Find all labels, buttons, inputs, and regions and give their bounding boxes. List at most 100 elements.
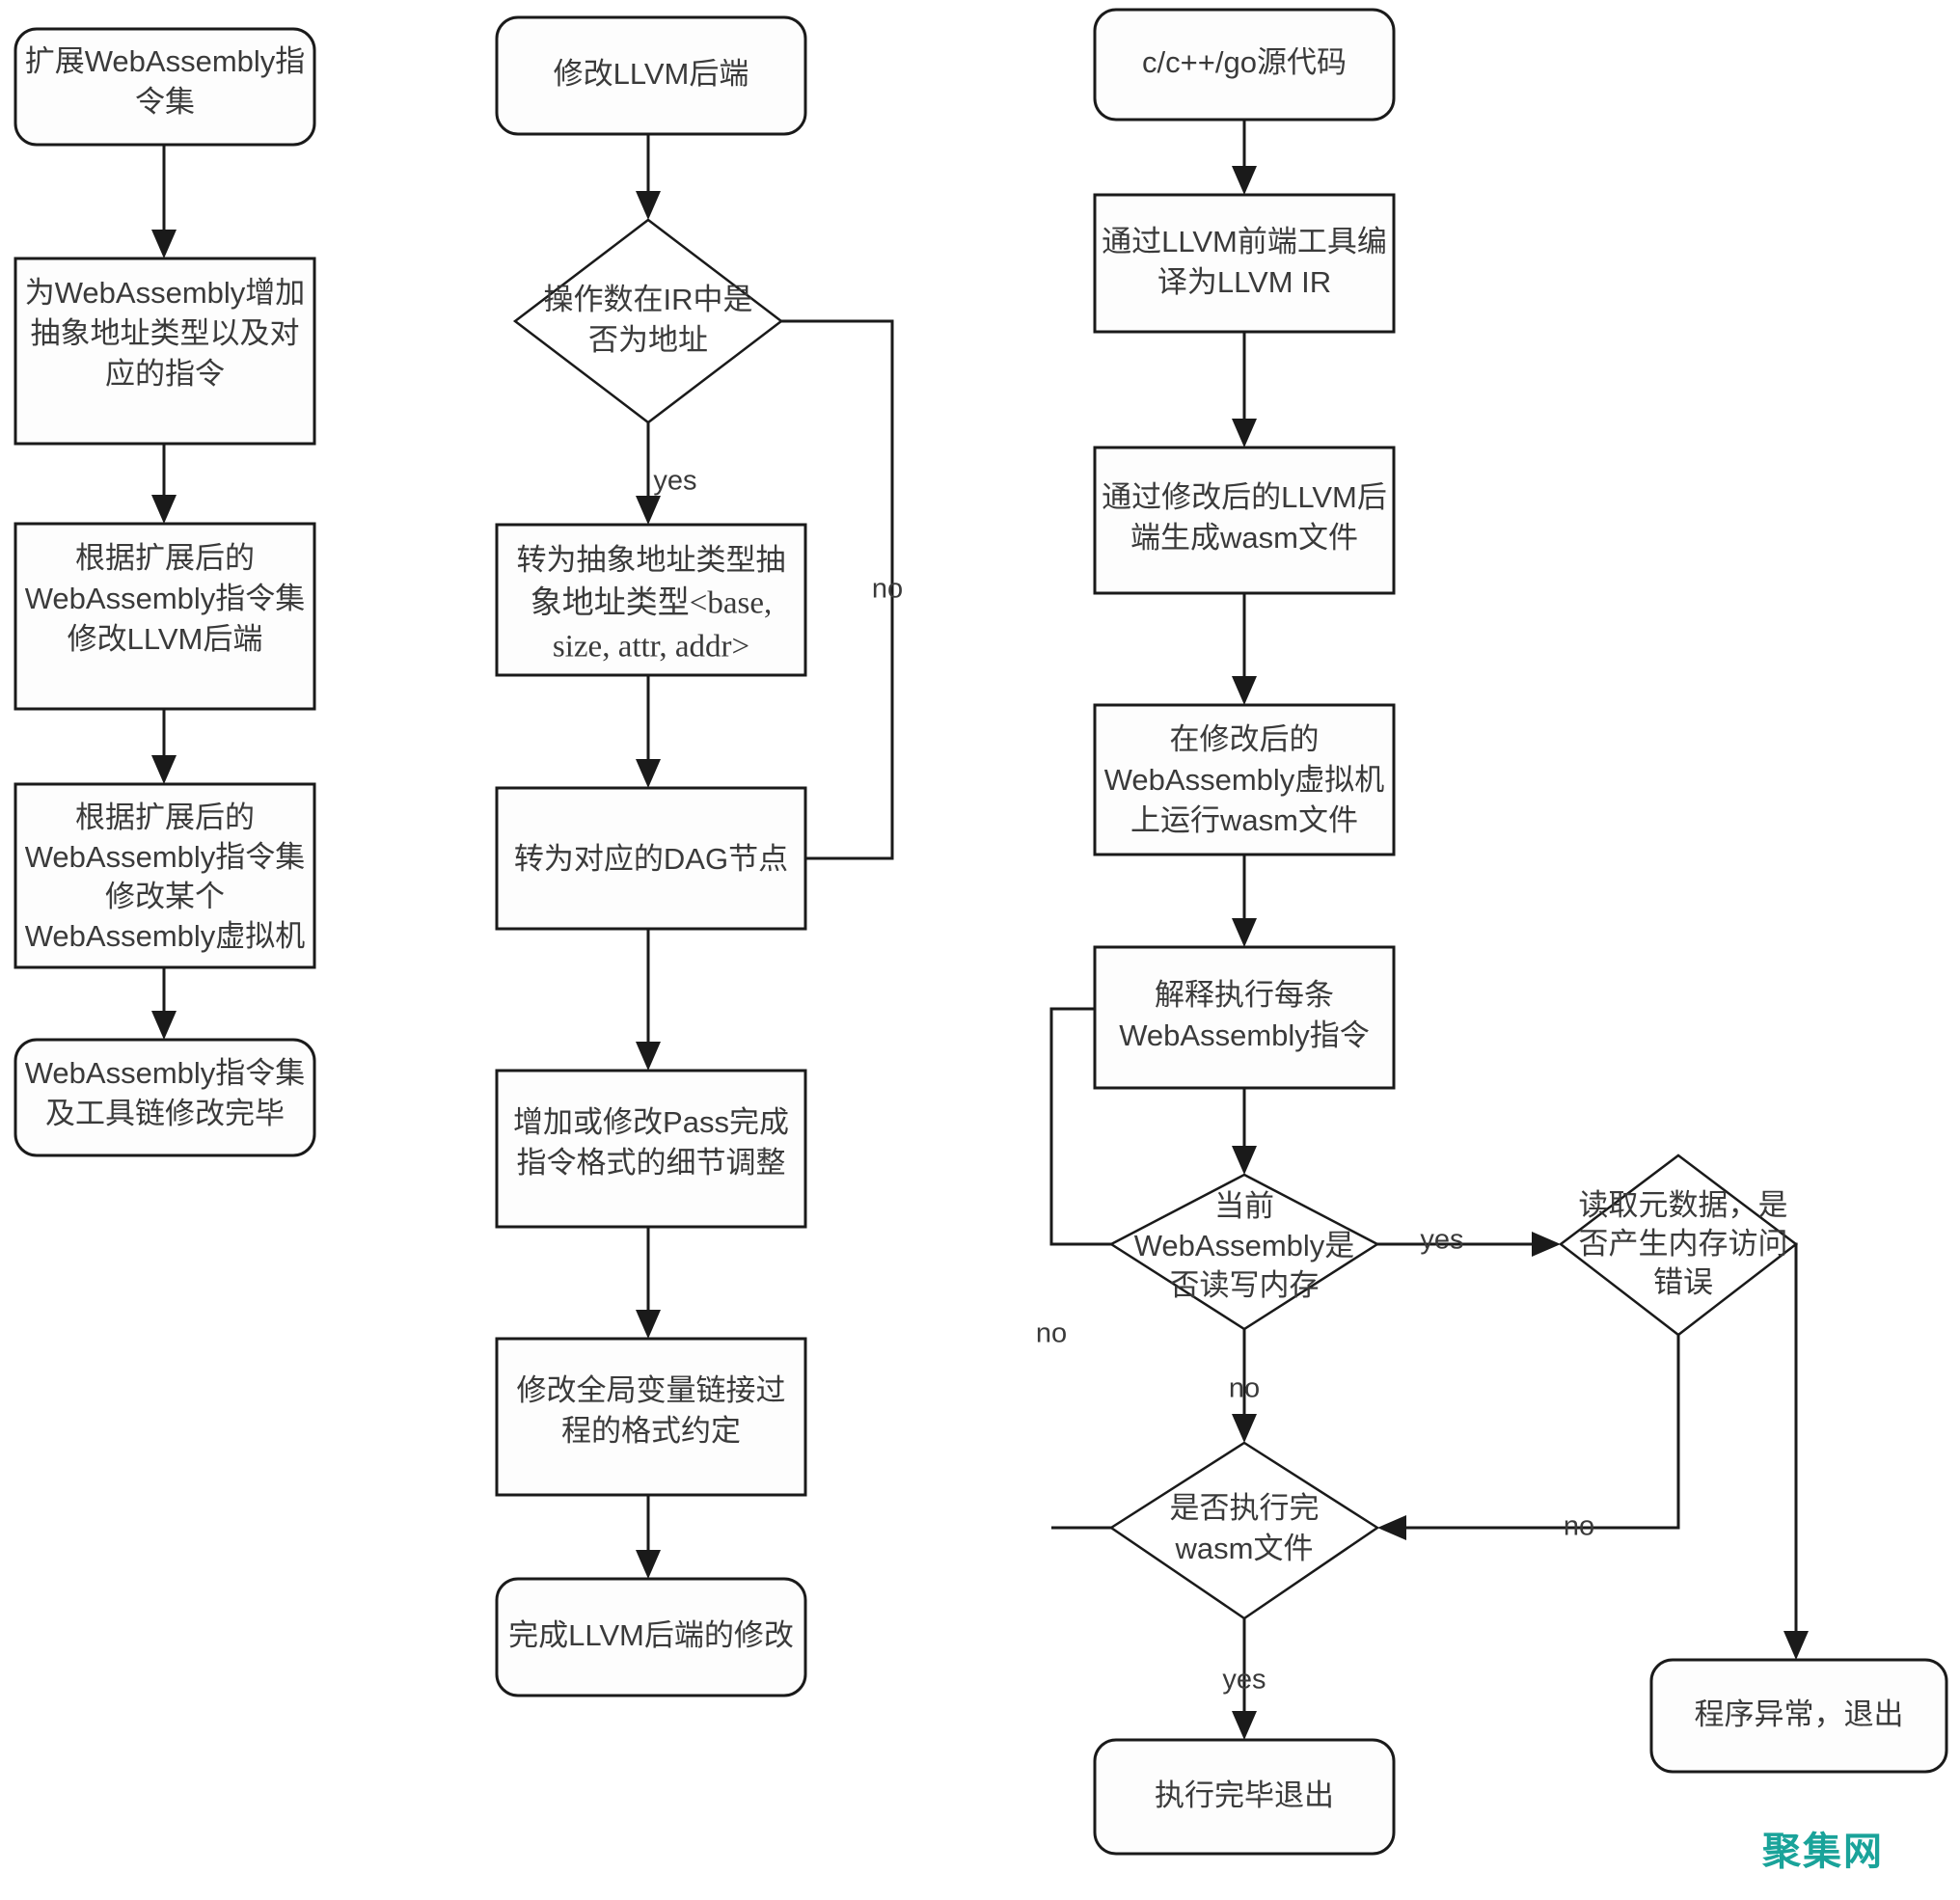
- arrow-head: [1232, 918, 1257, 947]
- node-L2[interactable]: 为WebAssembly增加 抽象地址类型以及对 应的指令: [14, 257, 316, 446]
- node-L3-line-1: WebAssembly指令集: [25, 582, 306, 615]
- terminator-shape: [1093, 1738, 1396, 1856]
- node-M6-line-1: 程的格式约定: [561, 1414, 741, 1448]
- arrow-head: [636, 191, 661, 220]
- process-shape: [1093, 703, 1396, 856]
- node-L2-line-2: 应的指令: [105, 357, 225, 391]
- node-R5[interactable]: 解释执行每条 WebAssembly指令: [1093, 945, 1396, 1090]
- edge-label-m2-yes: yes: [653, 466, 696, 497]
- node-L3[interactable]: 根据扩展后的 WebAssembly指令集 修改LLVM后端: [14, 522, 316, 711]
- node-M6[interactable]: 修改全局变量链接过 程的格式约定: [495, 1337, 807, 1497]
- node-L1-line-0: 扩展WebAssembly指: [25, 44, 306, 78]
- node-R5-line-0: 解释执行每条: [1155, 978, 1334, 1012]
- edge-label-r7-no: no: [1564, 1511, 1594, 1542]
- node-L2-line-1: 抽象地址类型以及对: [31, 316, 300, 350]
- process-shape: [1093, 945, 1396, 1090]
- edge-label-r6-yes: yes: [1420, 1225, 1463, 1256]
- process-shape: [14, 522, 316, 711]
- node-L4-line-0: 根据扩展后的: [75, 801, 255, 834]
- decision-shape: [1108, 1173, 1380, 1331]
- node-R9-line-0: 执行完毕退出: [1155, 1778, 1334, 1812]
- watermark-label: 聚集网: [1761, 1830, 1884, 1874]
- node-R3-line-1: 端生成wasm文件: [1130, 521, 1358, 555]
- node-R2-line-1: 译为LLVM IR: [1157, 265, 1331, 299]
- arrow-head: [1232, 166, 1257, 195]
- node-R3-line-0: 通过修改后的LLVM后: [1102, 480, 1387, 514]
- terminator-shape: [14, 1038, 316, 1157]
- node-M2-line-0: 操作数在IR中是: [544, 283, 753, 316]
- node-M5[interactable]: 增加或修改Pass完成 指令格式的细节调整: [495, 1069, 807, 1229]
- node-L5-line-0: WebAssembly指令集: [25, 1056, 306, 1090]
- arrow-head: [636, 1550, 661, 1579]
- node-R7-line-0: 读取元数据，是: [1579, 1188, 1788, 1222]
- arrow-head: [1232, 1711, 1257, 1740]
- edge-label-m2-no: no: [872, 574, 903, 605]
- arrow-head: [1232, 1146, 1257, 1175]
- node-R8[interactable]: 是否执行完 wasm文件: [1108, 1441, 1380, 1620]
- process-shape: [495, 1069, 807, 1229]
- arrow-head: [1232, 676, 1257, 705]
- process-shape: [14, 782, 316, 969]
- connectors: [151, 120, 1809, 1740]
- node-R10-line-0: 程序异常，退出: [1695, 1697, 1904, 1731]
- node-M3-line-2: size, attr, addr>: [553, 630, 749, 665]
- node-L1-line-1: 令集: [135, 85, 195, 119]
- arrow-head: [151, 755, 177, 784]
- terminator-shape: [1649, 1658, 1948, 1774]
- node-R7[interactable]: 读取元数据，是 否产生内存访问 错误: [1558, 1154, 1799, 1337]
- node-L4-line-1: WebAssembly指令集: [25, 840, 306, 874]
- node-M2[interactable]: 操作数在IR中是 否为地址: [512, 218, 784, 424]
- node-R1-line-0: c/c++/go源代码: [1142, 45, 1347, 79]
- node-L3-line-0: 根据扩展后的: [75, 541, 255, 575]
- node-M7-line-0: 完成LLVM后端的修改: [508, 1618, 794, 1652]
- node-R2[interactable]: 通过LLVM前端工具编 译为LLVM IR: [1093, 193, 1396, 334]
- node-L4[interactable]: 根据扩展后的 WebAssembly指令集 修改某个 WebAssembly虚拟…: [14, 782, 316, 969]
- node-L4-line-2: 修改某个: [105, 880, 225, 913]
- node-R1[interactable]: c/c++/go源代码: [1093, 8, 1396, 122]
- terminator-shape: [14, 27, 316, 147]
- node-R7-line-2: 错误: [1653, 1265, 1713, 1299]
- edge-label-r8-yes: yes: [1222, 1665, 1266, 1696]
- node-M6-line-0: 修改全局变量链接过: [517, 1373, 786, 1407]
- process-shape: [1093, 193, 1396, 334]
- node-R9[interactable]: 执行完毕退出: [1093, 1738, 1396, 1856]
- node-M1-line-0: 修改LLVM后端: [554, 57, 749, 91]
- node-L5[interactable]: WebAssembly指令集 及工具链修改完毕: [14, 1038, 316, 1157]
- process-shape: [14, 257, 316, 446]
- arrow-head: [1783, 1631, 1809, 1660]
- arrow-head: [636, 496, 661, 525]
- node-M3-line-1: 象地址类型<base,: [531, 585, 773, 621]
- node-R4-line-0: 在修改后的: [1170, 722, 1320, 756]
- node-M3[interactable]: 转为抽象地址类型抽 象地址类型<base, size, attr, addr>: [495, 523, 807, 677]
- node-R6[interactable]: 当前 WebAssembly是 否读写内存: [1108, 1173, 1380, 1331]
- arrow-head: [1232, 1414, 1257, 1443]
- edge-R7-R8-no: [1393, 1335, 1680, 1530]
- node-M7[interactable]: 完成LLVM后端的修改: [495, 1577, 807, 1697]
- node-M1[interactable]: 修改LLVM后端: [495, 15, 807, 136]
- edge-R6-loopback-no: [1049, 1007, 1128, 1246]
- node-R4-line-2: 上运行wasm文件: [1130, 803, 1358, 837]
- node-L1[interactable]: 扩展WebAssembly指 令集: [14, 27, 316, 147]
- arrow-head: [151, 230, 177, 258]
- node-M4-line-0: 转为对应的DAG节点: [514, 842, 788, 876]
- arrow-head: [636, 1310, 661, 1339]
- node-M2-line-1: 否为地址: [588, 323, 708, 357]
- process-shape: [495, 523, 807, 677]
- node-R4[interactable]: 在修改后的 WebAssembly虚拟机 上运行wasm文件: [1093, 703, 1396, 856]
- arrow-head: [636, 759, 661, 788]
- node-R8-line-0: 是否执行完: [1170, 1491, 1320, 1525]
- node-R6-line-0: 当前: [1214, 1189, 1274, 1223]
- arrow-head: [151, 495, 177, 524]
- node-L4-line-3: WebAssembly虚拟机: [25, 919, 306, 953]
- node-M4[interactable]: 转为对应的DAG节点: [495, 786, 807, 931]
- node-R3[interactable]: 通过修改后的LLVM后 端生成wasm文件: [1093, 446, 1396, 595]
- arrow-head: [151, 1011, 177, 1040]
- node-L2-line-0: 为WebAssembly增加: [25, 276, 306, 310]
- arrow-head: [1532, 1232, 1561, 1257]
- process-shape: [1093, 446, 1396, 595]
- node-R6-line-1: WebAssembly是: [1134, 1229, 1355, 1262]
- node-R10[interactable]: 程序异常，退出: [1649, 1658, 1948, 1774]
- arrow-head: [1377, 1515, 1406, 1540]
